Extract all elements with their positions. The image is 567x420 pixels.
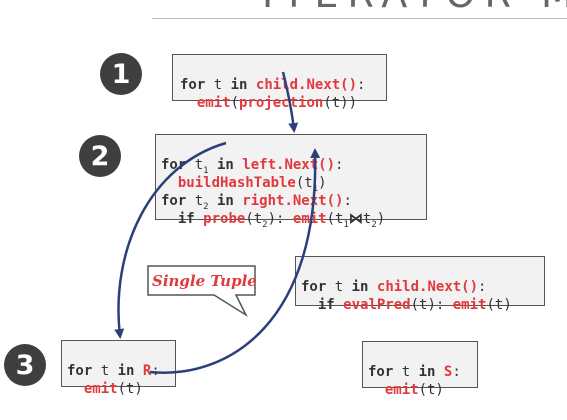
code-text: (t)) bbox=[323, 95, 358, 111]
keyword-in: in bbox=[208, 193, 243, 209]
hash-join-operator-box: for t1 in left.Next(): buildHashTable(t1… bbox=[155, 134, 427, 229]
code-text: ) bbox=[318, 175, 327, 191]
arrow-join-to-scan-r bbox=[114, 141, 227, 339]
code-text: t bbox=[186, 193, 204, 209]
arrow-projection-to-join bbox=[281, 71, 299, 133]
emit-call: emit bbox=[384, 382, 419, 398]
code-text: t bbox=[92, 363, 118, 379]
code-text: (t bbox=[245, 211, 263, 227]
code-text: (t): bbox=[410, 297, 453, 313]
keyword-for: for bbox=[368, 364, 394, 380]
code-text: (t) bbox=[486, 297, 512, 313]
code-text: (t bbox=[326, 211, 344, 227]
probe-call: probe bbox=[203, 211, 246, 227]
code-line-2: emit(t) bbox=[368, 382, 444, 398]
keyword-if: if bbox=[317, 297, 335, 313]
code-line-2: emit(projection(t)) bbox=[180, 95, 357, 111]
code-colon: : bbox=[151, 363, 160, 379]
build-hash-table-call: buildHashTable bbox=[177, 175, 296, 191]
code-text: ): bbox=[267, 211, 293, 227]
join-symbol: ⋈ bbox=[348, 211, 363, 227]
subscript: 2 bbox=[203, 201, 209, 212]
keyword-for: for bbox=[67, 363, 93, 379]
keyword-in: in bbox=[418, 364, 436, 380]
subscript: 2 bbox=[371, 219, 377, 230]
filter-operator-box: for t in child.Next(): if evalPred(t): e… bbox=[295, 256, 545, 313]
code-line-1: for t in child.Next(): bbox=[301, 279, 486, 295]
right-next-call: right.Next() bbox=[242, 193, 344, 209]
subscript: 1 bbox=[343, 219, 349, 230]
keyword-if: if bbox=[177, 211, 195, 227]
code-text: t bbox=[362, 211, 372, 227]
code-line-2: if evalPred(t): emit(t) bbox=[301, 297, 512, 313]
code-text: ) bbox=[376, 211, 386, 227]
code-text: (t bbox=[295, 175, 313, 191]
code-line-1: for t in R: bbox=[67, 363, 160, 379]
keyword-in: in bbox=[208, 157, 243, 173]
emit-call: emit bbox=[196, 95, 231, 111]
projection-call: projection bbox=[239, 95, 324, 111]
subscript: 2 bbox=[262, 219, 268, 230]
slide-title-area: ITERATOR MOD bbox=[152, 0, 567, 20]
child-next-call: child.Next() bbox=[376, 279, 479, 295]
code-line-1: for t in child.Next(): bbox=[180, 77, 365, 93]
code-line-2: emit(t) bbox=[67, 381, 143, 397]
emit-call: emit bbox=[83, 381, 118, 397]
code-colon: : bbox=[478, 279, 487, 295]
code-text: t bbox=[186, 157, 204, 173]
step-3-badge: 3 bbox=[4, 344, 46, 386]
code-line-1: for t1 in left.Next(): bbox=[161, 157, 344, 176]
code-line-1: for t in S: bbox=[368, 364, 461, 380]
emit-call: emit bbox=[452, 297, 487, 313]
code-text: (t) bbox=[117, 381, 143, 397]
code-colon: : bbox=[357, 77, 366, 93]
relation-s: S bbox=[443, 364, 453, 380]
step-2-badge: 2 bbox=[79, 135, 121, 177]
code-text: t bbox=[326, 279, 352, 295]
subscript: 1 bbox=[203, 165, 209, 176]
keyword-in: in bbox=[230, 77, 248, 93]
title-underline bbox=[152, 18, 567, 19]
keyword-for: for bbox=[161, 157, 187, 173]
keyword-for: for bbox=[301, 279, 327, 295]
keyword-in: in bbox=[117, 363, 135, 379]
scan-r-operator-box: for t in R: emit(t) bbox=[61, 340, 176, 397]
scan-s-operator-box: for t in S: emit(t) bbox=[362, 341, 478, 398]
keyword-for: for bbox=[180, 77, 206, 93]
slide-title: ITERATOR MOD bbox=[262, 0, 567, 16]
single-tuple-label: Single Tuple bbox=[152, 272, 257, 290]
eval-pred-call: evalPred bbox=[343, 297, 411, 313]
arrow-scan-r-return bbox=[149, 148, 321, 374]
projection-operator-box: for t in child.Next(): emit(projection(t… bbox=[172, 54, 387, 111]
code-colon: : bbox=[335, 157, 344, 173]
code-text: ( bbox=[230, 95, 240, 111]
single-tuple-callout bbox=[147, 265, 256, 318]
keyword-in: in bbox=[351, 279, 369, 295]
code-line-3: for t2 in right.Next(): bbox=[161, 193, 352, 212]
step-1-badge: 1 bbox=[100, 53, 142, 95]
code-colon: : bbox=[343, 193, 352, 209]
emit-call: emit bbox=[292, 211, 327, 227]
code-text: (t) bbox=[418, 382, 444, 398]
code-text: t bbox=[393, 364, 419, 380]
relation-r: R bbox=[142, 363, 152, 379]
keyword-for: for bbox=[161, 193, 187, 209]
child-next-call: child.Next() bbox=[255, 77, 358, 93]
code-colon: : bbox=[452, 364, 461, 380]
left-next-call: left.Next() bbox=[242, 157, 336, 173]
code-text: t bbox=[205, 77, 231, 93]
code-line-4: if probe(t2): emit(t1⋈t2) bbox=[161, 211, 386, 230]
